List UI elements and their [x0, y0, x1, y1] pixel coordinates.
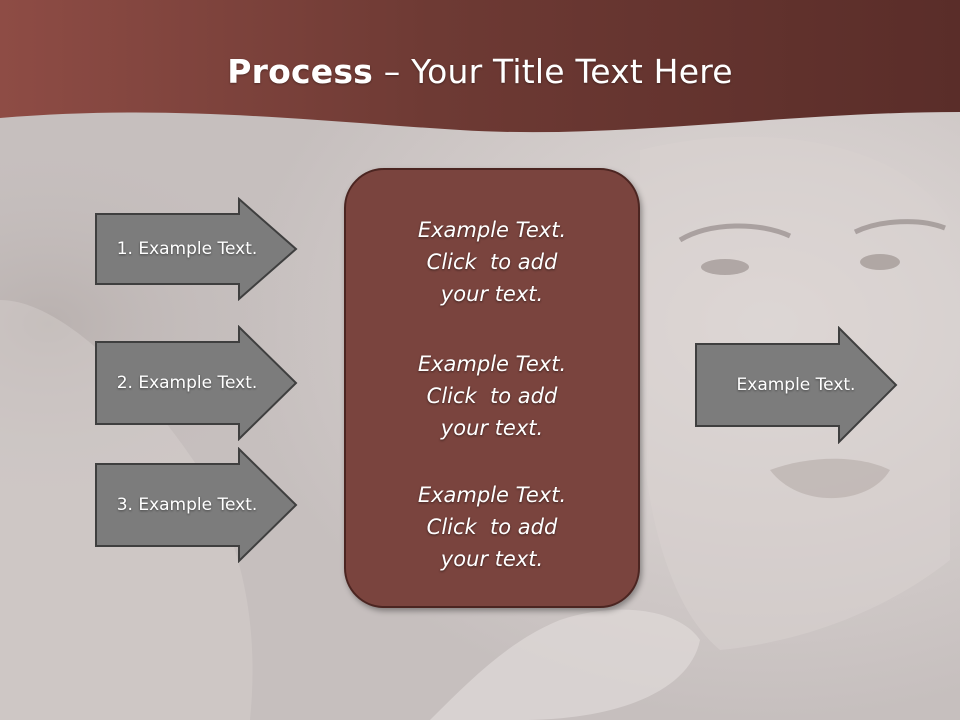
left-arrow-1[interactable]: 1. Example Text.: [94, 197, 300, 301]
center-block-3-line-2: Click to add: [426, 515, 558, 539]
center-text-block-1[interactable]: Example Text. Click to add your text.: [346, 214, 638, 310]
right-arrow-label: Example Text.: [736, 375, 856, 395]
brow-right: [853, 219, 946, 235]
center-text-block-3[interactable]: Example Text. Click to add your text.: [346, 479, 638, 575]
center-text-block-2[interactable]: Example Text. Click to add your text.: [346, 348, 638, 444]
center-block-2-line-1: Example Text.: [417, 352, 567, 376]
center-block-2-line-2: Click to add: [426, 384, 558, 408]
left-arrow-1-label: 1. Example Text.: [116, 239, 258, 259]
hand-shape: [430, 609, 700, 720]
header-wave: [0, 0, 960, 133]
center-block-1-line-1: Example Text.: [417, 218, 567, 242]
center-block-3-line-1: Example Text.: [417, 483, 567, 507]
center-text-box[interactable]: Example Text. Click to add your text. Ex…: [344, 168, 640, 608]
brow-left: [678, 223, 792, 243]
center-block-1-line-2: Click to add: [426, 250, 558, 274]
center-block-2-line-3: your text.: [440, 416, 544, 440]
slide-title: Process – Your Title Text Here: [0, 52, 960, 91]
lips: [770, 458, 890, 499]
left-arrow-3-label: 3. Example Text.: [116, 495, 258, 515]
left-arrow-2[interactable]: 2. Example Text.: [94, 325, 300, 441]
eye-right: [860, 254, 900, 270]
center-block-3-line-3: your text.: [440, 547, 544, 571]
center-block-1-line-3: your text.: [440, 282, 544, 306]
right-arrow[interactable]: Example Text.: [694, 326, 900, 444]
title-bold: Process: [227, 52, 374, 91]
left-arrow-3[interactable]: 3. Example Text.: [94, 447, 300, 563]
eye-left: [701, 259, 749, 275]
left-arrow-2-label: 2. Example Text.: [116, 373, 258, 393]
title-rest: – Your Title Text Here: [373, 52, 733, 91]
